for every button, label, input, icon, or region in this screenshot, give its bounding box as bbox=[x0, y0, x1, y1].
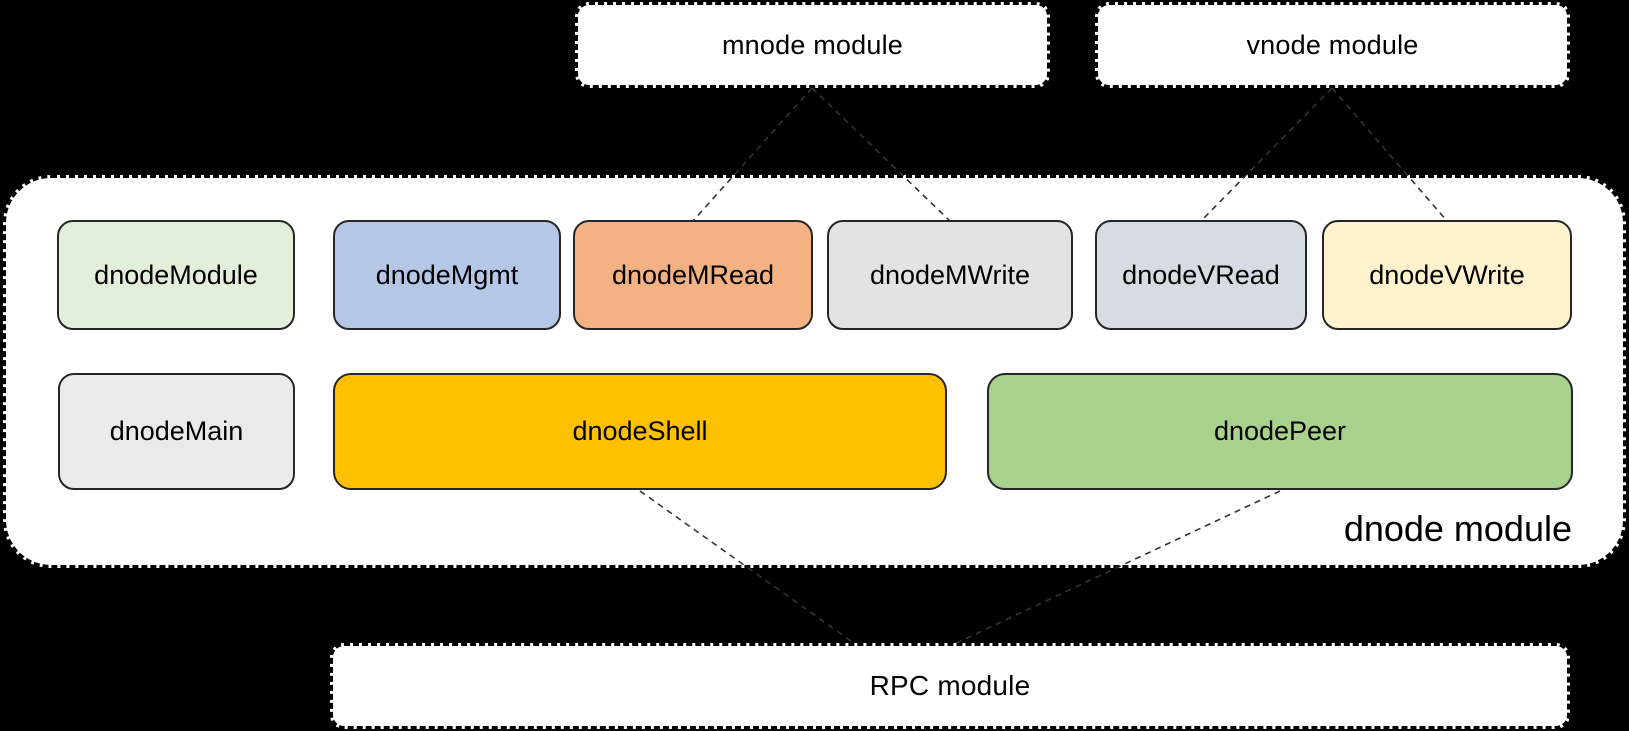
component-dnodeMgmt: dnodeMgmt bbox=[333, 220, 561, 330]
vnode-module-label: vnode module bbox=[1246, 29, 1419, 60]
component-dnodeMgmt-label: dnodeMgmt bbox=[375, 259, 519, 290]
component-dnodeMain: dnodeMain bbox=[58, 373, 295, 490]
rpc-module-label: RPC module bbox=[869, 670, 1031, 701]
component-dnodePeer-label: dnodePeer bbox=[1213, 416, 1347, 446]
dnode-module-label: dnode module bbox=[1343, 508, 1572, 549]
component-dnodePeer: dnodePeer bbox=[987, 373, 1573, 490]
mnode-module-box: mnode module bbox=[575, 2, 1050, 88]
component-dnodeVWrite-label: dnodeVWrite bbox=[1369, 259, 1525, 290]
component-dnodeVRead: dnodeVRead bbox=[1095, 220, 1307, 330]
component-dnodeMain-label: dnodeMain bbox=[109, 416, 244, 446]
component-dnodeModule-label: dnodeModule bbox=[94, 259, 258, 290]
component-dnodeMRead-label: dnodeMRead bbox=[611, 259, 775, 290]
component-dnodeVRead-label: dnodeVRead bbox=[1122, 259, 1280, 290]
component-dnodeModule: dnodeModule bbox=[57, 220, 295, 330]
component-dnodeShell: dnodeShell bbox=[333, 373, 947, 490]
vnode-module-box: vnode module bbox=[1095, 2, 1570, 88]
component-dnodeMWrite-label: dnodeMWrite bbox=[869, 259, 1031, 290]
dnode-module-content: dnodeModule dnodeMgmt dnodeMRead dnodeMW… bbox=[3, 175, 1626, 568]
component-dnodeMRead: dnodeMRead bbox=[573, 220, 813, 330]
rpc-module-box: RPC module bbox=[330, 643, 1570, 729]
mnode-module-label: mnode module bbox=[721, 29, 903, 60]
component-dnodeVWrite: dnodeVWrite bbox=[1322, 220, 1572, 330]
component-dnodeMWrite: dnodeMWrite bbox=[827, 220, 1073, 330]
component-dnodeShell-label: dnodeShell bbox=[572, 416, 708, 446]
